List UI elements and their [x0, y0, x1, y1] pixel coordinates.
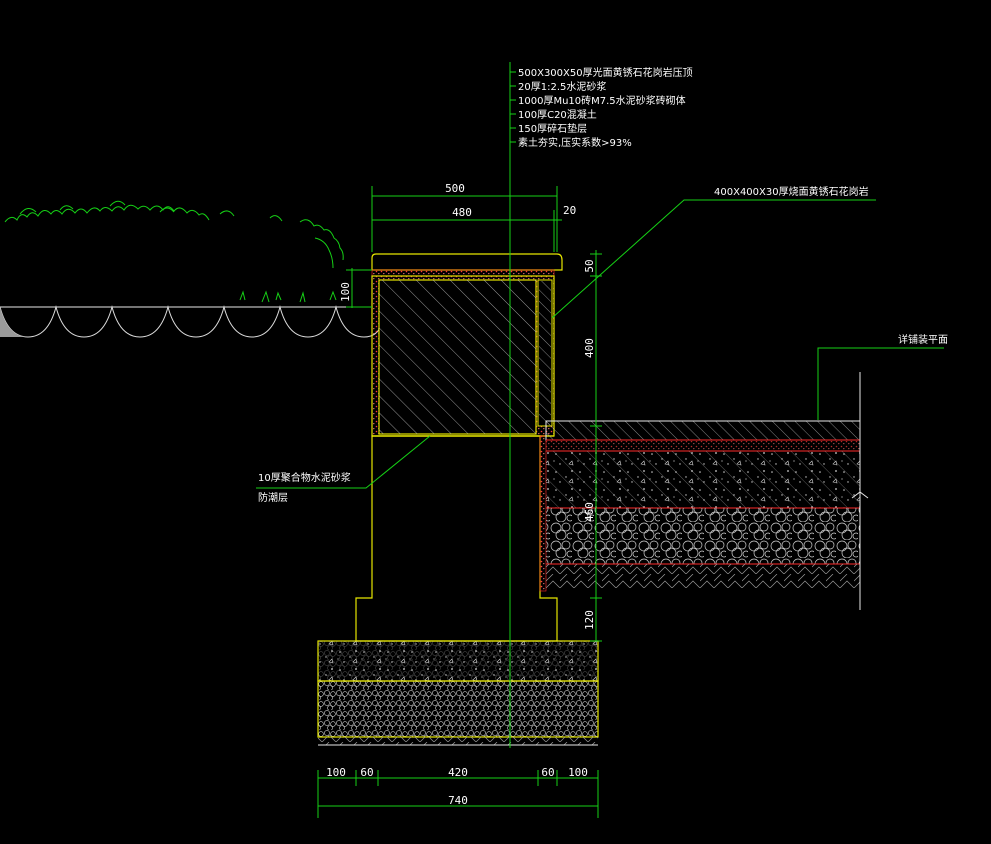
dim-top-total: 500 — [445, 182, 465, 195]
dim-cap-height: 50 — [583, 259, 596, 272]
dim-bottom-seg-1: 100 — [326, 766, 346, 779]
lower-wall — [355, 435, 558, 642]
dim-bottom-seg-3: 420 — [448, 766, 468, 779]
upper-wall — [371, 275, 555, 437]
layer-note-concrete: 100厚C20混凝土 — [518, 108, 597, 121]
layer-notes: 500X300X50厚光面黄锈石花岗岩压顶 20厚1:2.5水泥砂浆 1000厚… — [518, 66, 693, 149]
footing — [317, 640, 599, 746]
planting-area — [0, 200, 385, 338]
layer-note-mortar: 20厚1:2.5水泥砂浆 — [518, 80, 606, 93]
soil-arches — [0, 305, 385, 338]
paving-section — [545, 372, 869, 610]
side-cladding-callout: 400X400X30厚烧面黄锈石花岗岩 — [714, 185, 869, 198]
dim-wall-lower: 460 — [583, 502, 596, 522]
layer-note-coping: 500X300X50厚光面黄锈石花岗岩压顶 — [518, 66, 693, 79]
paving-callout: 详铺装平面 — [898, 333, 948, 346]
dim-bottom-seg-2: 60 — [360, 766, 373, 779]
waterproof-callout-line2: 防潮层 — [258, 491, 288, 504]
layer-note-soil: 素土夯实,压实系数>93% — [518, 136, 632, 149]
dim-top-inner: 480 — [452, 206, 472, 219]
wall-coping — [371, 253, 563, 277]
dim-footing-step: 120 — [583, 610, 596, 630]
layer-note-gravel: 150厚碎石垫层 — [518, 122, 587, 135]
dimension-labels: 500 480 20 50 400 460 120 100 100 60 420… — [326, 182, 596, 807]
dim-bottom-seg-4: 60 — [541, 766, 554, 779]
dim-bottom-total: 740 — [448, 794, 468, 807]
layer-note-masonry: 1000厚Mu10砖M7.5水泥砂浆砖砌体 — [518, 94, 686, 107]
dimension-lines — [256, 62, 944, 818]
waterproof-callout-line1: 10厚聚合物水泥砂浆 — [258, 471, 351, 484]
dim-wall-upper: 400 — [583, 338, 596, 358]
dim-soil-step: 100 — [339, 282, 352, 302]
dim-top-offset: 20 — [563, 204, 576, 217]
dim-bottom-seg-5: 100 — [568, 766, 588, 779]
